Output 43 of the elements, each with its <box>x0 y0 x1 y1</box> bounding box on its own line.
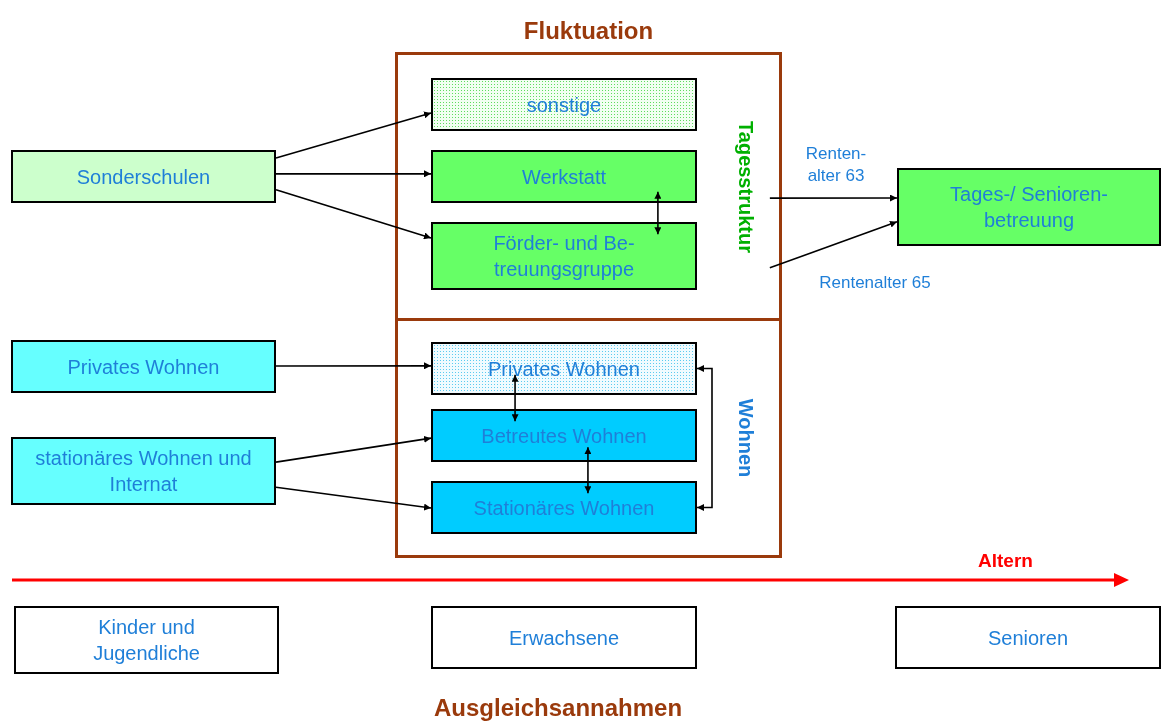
stage-box <box>895 606 1161 669</box>
arrow <box>275 486 432 511</box>
axis-label: Altern <box>978 550 1033 572</box>
arrow <box>275 188 432 240</box>
process-box <box>431 222 697 290</box>
arrow <box>275 362 432 370</box>
arrow <box>769 194 898 202</box>
arrow <box>696 365 713 511</box>
arrow <box>275 435 432 463</box>
arrow <box>769 220 898 269</box>
arrow <box>275 170 432 178</box>
arrow <box>584 446 592 494</box>
box-label: Privates Wohnen <box>488 356 640 382</box>
process-box <box>431 342 697 395</box>
section-label: Tagesstruktur <box>734 120 757 253</box>
box-label: Kinder und Jugendliche <box>92 615 201 666</box>
process-box <box>431 481 697 534</box>
box-label: Förder- und Be- treuungsgruppe <box>492 231 636 282</box>
bottom-heading: Ausgleichsannahmen <box>434 694 683 722</box>
section-label: Wohnen <box>734 398 757 478</box>
arrow <box>511 374 519 422</box>
group-heading: Fluktuation <box>522 17 655 45</box>
stage-box <box>14 606 279 674</box>
box-label: Stationäres Wohnen <box>473 495 655 521</box>
box-label: Senioren <box>987 625 1069 651</box>
box-label: Tages-/ Senioren- betreuung <box>949 182 1109 233</box>
process-box <box>431 78 697 131</box>
box-label: Sonderschulen <box>76 164 211 190</box>
box-label: Privates Wohnen <box>67 354 220 380</box>
box-label: Werkstatt <box>521 164 607 190</box>
arrow <box>654 191 662 236</box>
box-label: Betreutes Wohnen <box>481 423 647 449</box>
box-label: sonstige <box>526 92 602 118</box>
box-label: Erwachsene <box>508 625 620 651</box>
process-box <box>11 437 276 505</box>
process-box <box>11 340 276 393</box>
process-box <box>897 168 1161 246</box>
arrow <box>275 111 432 159</box>
box-label: stationäres Wohnen und Internat <box>34 446 253 497</box>
stage-box <box>431 606 697 669</box>
process-box <box>431 150 697 203</box>
process-box <box>431 409 697 462</box>
process-box <box>11 150 276 203</box>
